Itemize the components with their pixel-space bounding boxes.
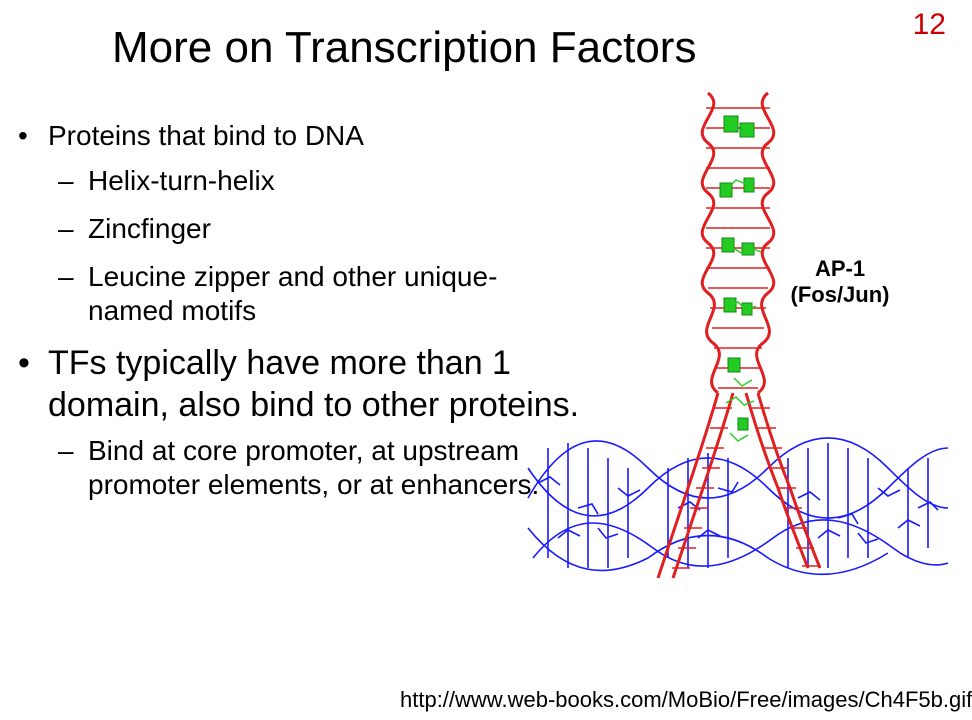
label-line-2: (Fos/Jun)	[790, 282, 890, 307]
subbullet-helix: – Helix-turn-helix	[18, 164, 658, 198]
subbullet-leucine: – Leucine zipper and other unique-named …	[18, 260, 518, 328]
protein-coiled-coil	[656, 91, 822, 579]
ap1-dna-complex-illustration	[527, 91, 949, 579]
ap1-structure-image: AP-1 (Fos/Jun)	[527, 88, 949, 588]
dna-helix	[527, 437, 949, 576]
bullet-dot-icon: •	[18, 344, 30, 382]
leucine-contacts	[719, 115, 755, 431]
subbullet-text: Zincfinger	[88, 213, 211, 244]
dash-icon: –	[58, 435, 74, 466]
ap1-label: AP-1 (Fos/Jun)	[780, 256, 900, 308]
dash-icon: –	[58, 261, 74, 292]
slide-title: More on Transcription Factors	[112, 23, 697, 72]
bullet-proteins: • Proteins that bind to DNA	[18, 118, 658, 154]
slide-number: 12	[912, 8, 946, 41]
bullet-dot-icon: •	[18, 120, 28, 151]
bullet-text: Proteins that bind to DNA	[48, 120, 364, 151]
subbullet-bind-sites: – Bind at core promoter, at upstream pro…	[18, 434, 628, 502]
dash-icon: –	[58, 165, 74, 196]
bullet-text: TFs typically have more than 1 domain, a…	[48, 344, 580, 424]
subbullet-zincfinger: – Zincfinger	[18, 212, 658, 246]
subbullet-text: Leucine zipper and other unique-named mo…	[88, 261, 498, 326]
label-line-1: AP-1	[814, 256, 866, 281]
dash-icon: –	[58, 213, 74, 244]
bullet-tfs: • TFs typically have more than 1 domain,…	[18, 342, 628, 426]
subbullet-text: Helix-turn-helix	[88, 165, 275, 196]
source-url: http://www.web-books.com/MoBio/Free/imag…	[400, 687, 972, 712]
bullet-list: • Proteins that bind to DNA – Helix-turn…	[18, 118, 658, 516]
subbullet-text: Bind at core promoter, at upstream promo…	[88, 435, 540, 500]
